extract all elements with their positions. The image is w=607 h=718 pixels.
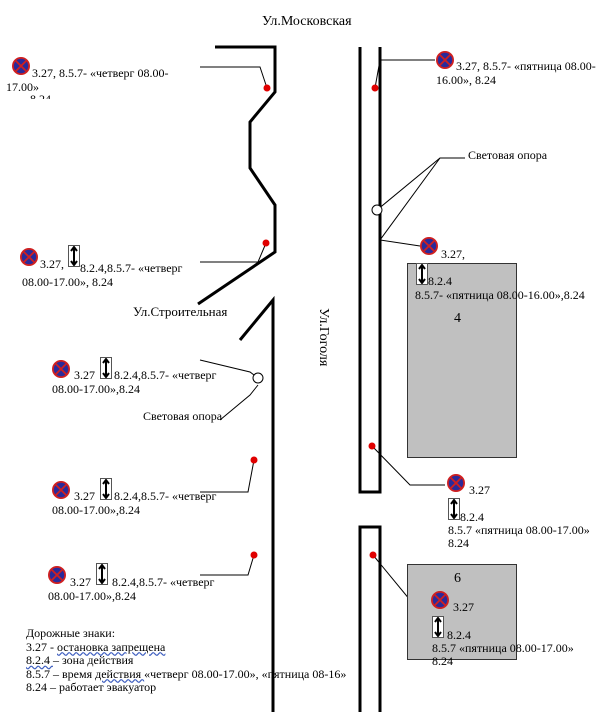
left-road-edge-lower [238,295,275,712]
sign-label: 8.2.4,8.5.7- «четверг [80,261,183,275]
lamp-label: Световая опора [143,409,223,423]
legend: Дорожные знаки: 3.27 - остановка запреще… [26,626,347,695]
legend-item: 8.2.4 – зона действия [26,653,134,667]
sign-label: 8.2.4 [460,510,484,524]
sign-label: 3.27 [74,368,95,382]
gogolya-road-lower [358,525,382,712]
sign-label: 16.00», 8.24 [436,73,496,87]
left-road-edge-upper [197,45,277,306]
sign-label: 8.24 [432,654,453,668]
legend-item: 8.24 – работает эвакуатор [26,680,157,694]
legend-title: Дорожные знаки: [26,626,116,640]
no-stopping-sign-icon [12,57,30,75]
sign-label: 3.27, [441,247,465,261]
no-stopping-sign-icon [447,474,465,492]
sign-label: 8.5.7 «пятница 08.00-17.00» [448,523,590,537]
street-label: Ул.Строительная [133,304,228,319]
zone-arrow-sign-icon [100,478,112,500]
sign-label: 3.27 [453,600,474,614]
zone-arrow-sign-icon [68,245,80,267]
no-stopping-sign-icon [48,566,66,584]
sign-label: 8.2.4,8.5.7- «четверг [114,489,217,503]
sign-label: 8.2.4 [447,628,471,642]
block-4 [407,263,517,458]
block-6 [407,564,517,660]
no-stopping-sign-icon [420,237,438,255]
no-stopping-sign-icon [431,591,449,609]
block-number: 6 [454,571,461,586]
sign-label: 8.2.4,8.5.7- «четверг [112,575,215,589]
no-stopping-sign-icon [52,481,70,499]
sign-label: 08.00-17.00»,8.24 [52,503,140,517]
sign-label: 08.00-17.00»,8.24 [52,382,140,396]
zone-arrow-sign-icon [96,563,108,585]
legend-item: 8.5.7 – время действия «четверг 08.00-17… [26,666,347,681]
sign-label: 3.27 [74,489,95,503]
gogolya-road-upper [358,47,382,494]
zone-arrow-sign-icon [100,357,112,379]
sign-label: 3.27 [70,575,91,589]
sign-label: 8.24 [448,536,469,550]
sign-label: 8.5.7 «пятница 08.00-17.00» [432,641,574,655]
sign-label: 3.27, 8.5.7- «четверг 08.00- [32,66,169,80]
zone-arrow-sign-icon [448,498,460,520]
sign-label: 3.27, [40,257,64,271]
legend-item: 3.27 - остановка запрещена [26,639,166,654]
street-label: Ул.Гоголя [316,308,331,367]
sign-label: 8.24 [30,93,51,99]
sign-label: 3.27, 8.5.7- «пятница 08.00- [456,59,596,73]
zone-arrow-sign-icon [432,616,444,638]
street-label: Ул.Московская [262,14,352,29]
sign-label: 17.00» [6,80,39,94]
sign-label: 8.5.7- «пятница 08.00-16.00»,8.24 [415,288,585,302]
sign-location-dots [250,84,379,559]
no-stopping-sign-icon [52,360,70,378]
lamp-label: Световая опора [468,148,548,162]
sign-label: 08.00-17.00»,8.24 [48,589,136,603]
sign-label: 08.00-17.00», 8.24 [22,275,113,289]
block-number: 4 [454,311,461,326]
zone-arrow-sign-icon [416,263,428,285]
no-stopping-sign-icon [436,51,454,69]
sign-label: 3.27 [469,483,490,497]
sign-label: 8.2.4 [428,274,452,288]
sign-label: 8.2.4,8.5.7- «четверг [114,368,217,382]
no-stopping-sign-icon [20,248,38,266]
